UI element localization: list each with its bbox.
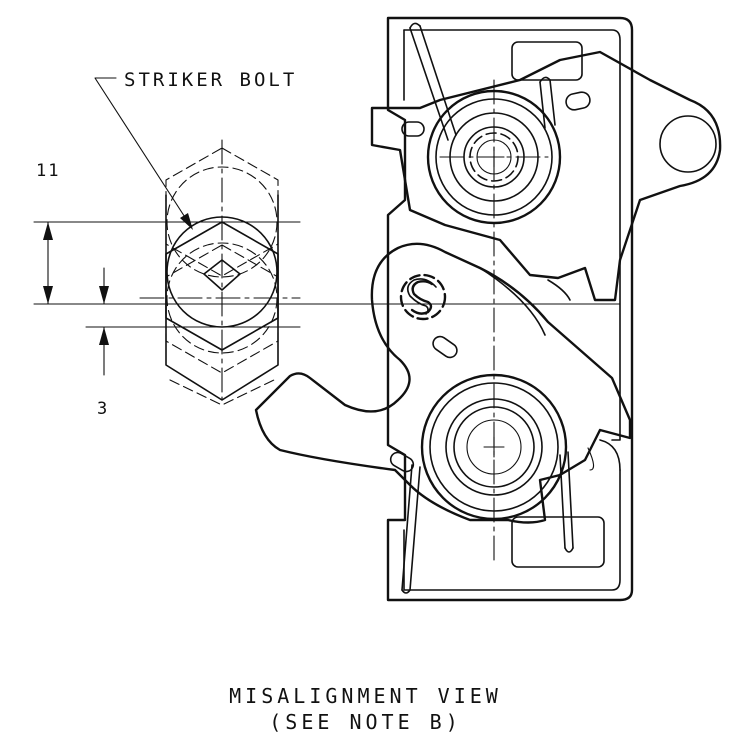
latch-housing xyxy=(386,16,634,602)
logo-emblem xyxy=(399,273,447,321)
ratchet-claw xyxy=(254,242,632,524)
lower-spring xyxy=(401,451,574,594)
upper-catch-arm xyxy=(370,50,722,302)
upper-spring xyxy=(409,22,556,141)
dimension-lines xyxy=(33,77,621,401)
dimension-3-label: 3 xyxy=(97,399,109,419)
caption-note: (SEE NOTE B) xyxy=(269,710,462,734)
dimension-11-label: 11 xyxy=(36,161,60,181)
striker-bolt-label: STRIKER BOLT xyxy=(124,69,297,91)
caption-title: MISALIGNMENT VIEW xyxy=(229,684,502,708)
